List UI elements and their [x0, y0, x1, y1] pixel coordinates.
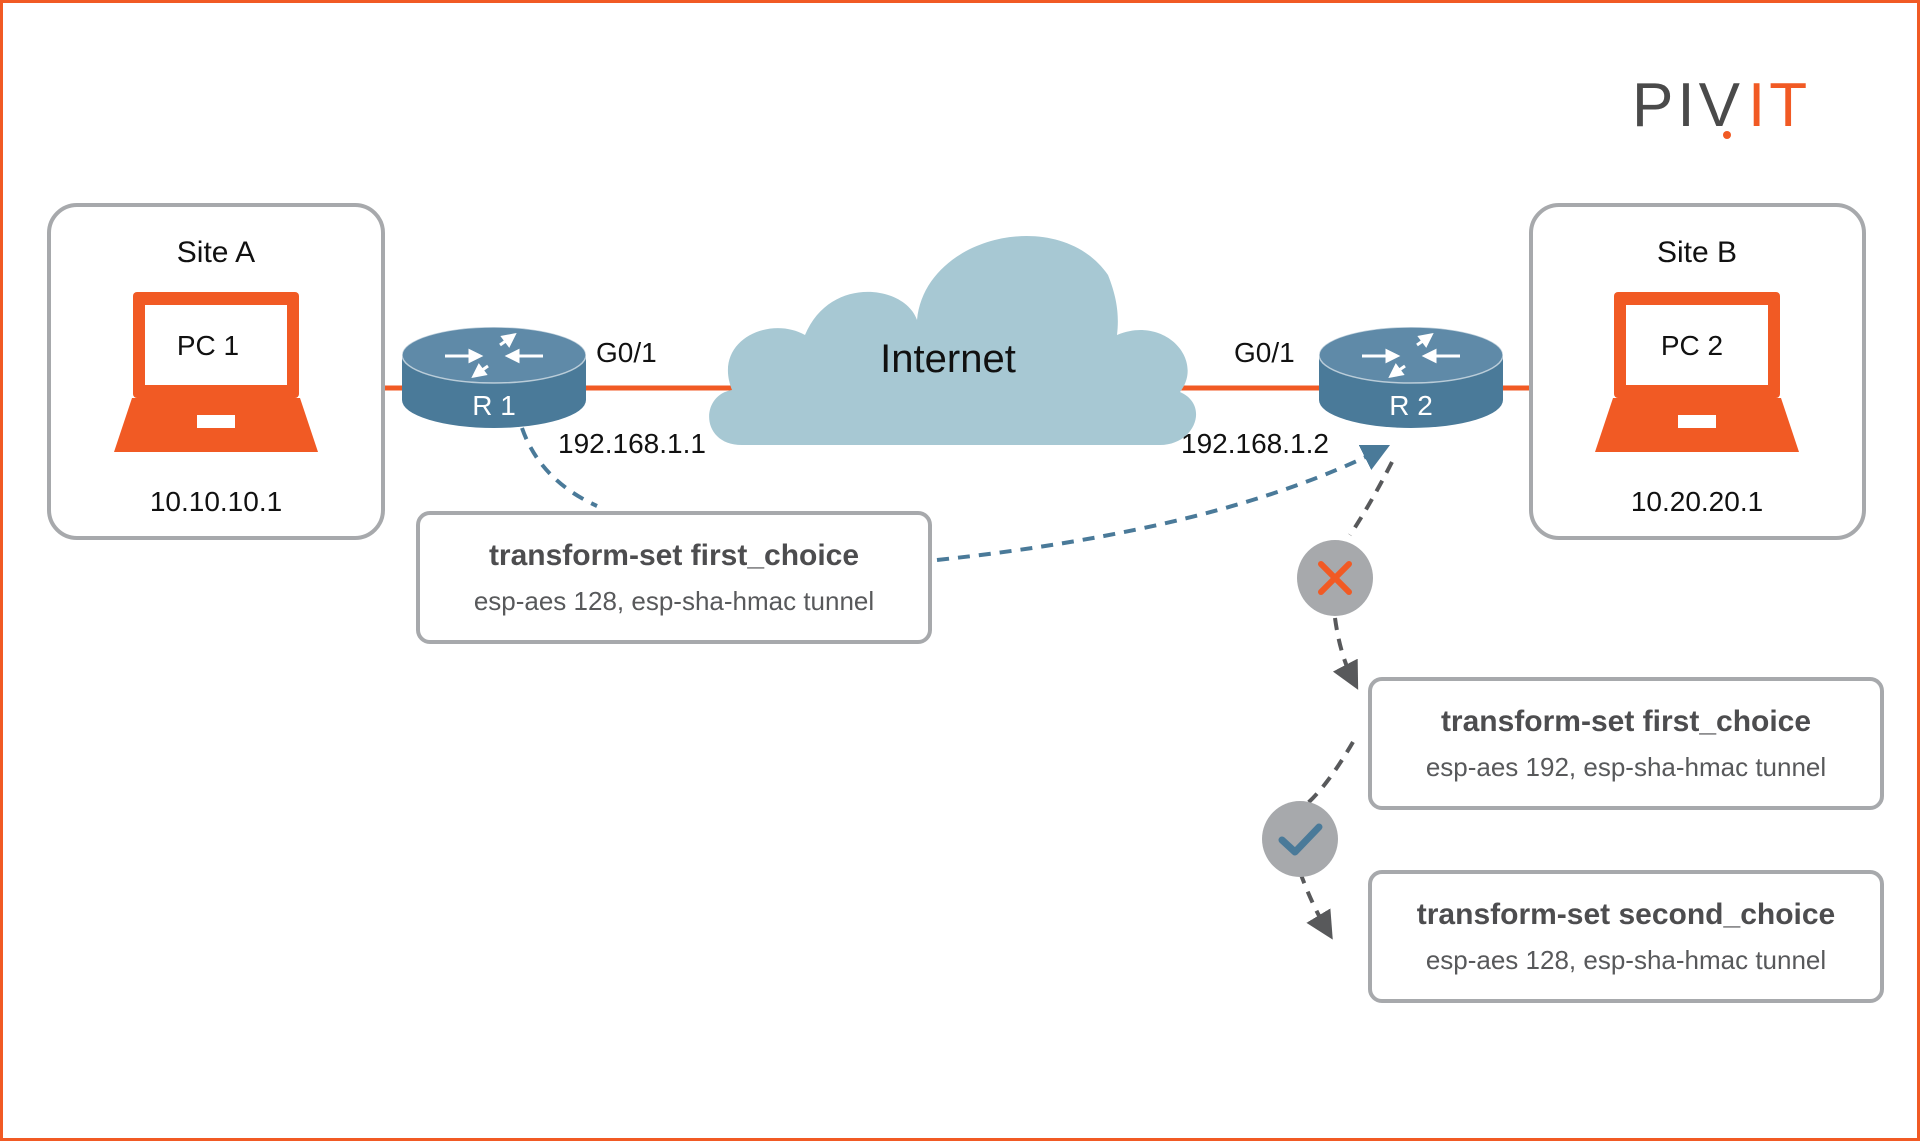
- r2-to-reject-connector: [1348, 461, 1394, 537]
- r1-proposal-title: transform-set first_choice: [489, 539, 859, 572]
- r2-set-2-title: transform-set second_choice: [1417, 898, 1835, 931]
- site-a-title: Site A: [177, 236, 255, 269]
- router-1-ip: 192.168.1.1: [558, 428, 706, 459]
- x-icon: [1297, 540, 1373, 616]
- cloud-label: Internet: [880, 337, 1016, 381]
- r2-set-1-title: transform-set first_choice: [1441, 705, 1811, 738]
- internet-cloud: Internet: [709, 236, 1197, 445]
- logo-text-right: IT: [1748, 71, 1811, 140]
- site-b: Site B PC 2 10.20.20.1: [1529, 203, 1866, 540]
- r2-set-1-detail: esp-aes 192, esp-sha-hmac tunnel: [1426, 752, 1826, 782]
- pc-2-label: PC 2: [1661, 330, 1723, 361]
- r2-transform-set-2: transform-set second_choice esp-aes 128,…: [1368, 870, 1884, 1003]
- reject-to-first-choice-arrow: [1332, 617, 1359, 690]
- router-2-label: R 2: [1389, 390, 1433, 421]
- check-icon: [1262, 801, 1338, 877]
- router-1-label: R 1: [472, 390, 516, 421]
- site-b-title: Site B: [1657, 236, 1737, 269]
- first-to-check-connector: [1300, 740, 1355, 810]
- site-a: Site A PC 1 10.10.10.1: [47, 203, 385, 540]
- proposal-to-r2-arrow: [936, 444, 1391, 562]
- r2-transform-set-1: transform-set first_choice esp-aes 192, …: [1368, 677, 1884, 810]
- site-a-ip: 10.10.10.1: [150, 486, 282, 517]
- router-2-ip: 192.168.1.2: [1181, 428, 1329, 459]
- router-1-interface: G0/1: [596, 337, 657, 368]
- router-2-interface: G0/1: [1234, 337, 1295, 368]
- router-1: R 1: [401, 326, 587, 428]
- r1-proposal-box: transform-set first_choice esp-aes 128, …: [416, 511, 932, 644]
- router-arrows-icon: [1362, 332, 1460, 379]
- pivit-logo: PIV IT: [1632, 71, 1811, 140]
- r1-proposal-detail: esp-aes 128, esp-sha-hmac tunnel: [474, 586, 874, 616]
- logo-dot-icon: [1723, 131, 1731, 139]
- logo-text-left: PIV: [1632, 71, 1744, 140]
- cloud-shape: [709, 236, 1197, 445]
- r1-to-proposal-connector: [520, 427, 598, 508]
- r2-set-2-detail: esp-aes 128, esp-sha-hmac tunnel: [1426, 945, 1826, 975]
- pc-1-label: PC 1: [177, 330, 239, 361]
- laptop-icon: [1595, 292, 1799, 452]
- router-arrows-icon: [445, 332, 543, 379]
- laptop-icon: [114, 292, 318, 452]
- site-b-ip: 10.20.20.1: [1631, 486, 1763, 517]
- check-to-second-choice-arrow: [1298, 871, 1333, 940]
- router-2: R 2: [1318, 326, 1504, 428]
